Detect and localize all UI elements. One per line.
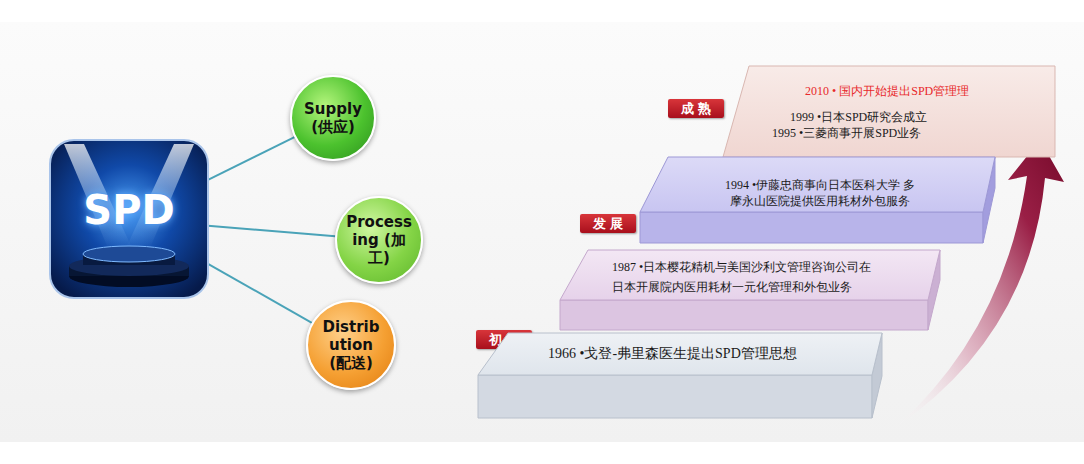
background-panel: [0, 22, 1084, 442]
podium-top: [83, 246, 175, 262]
step-top: [478, 333, 882, 375]
step-front: [560, 300, 928, 330]
step-top: [560, 250, 940, 300]
processing-circle: Processing (加工): [335, 196, 423, 284]
step-front: [478, 375, 872, 418]
spd-icon: SPD: [50, 140, 208, 298]
icon-frame: [50, 140, 208, 298]
step-front: [640, 212, 983, 243]
circle-label: Distribution (配送): [318, 318, 384, 372]
circle-label: Processing (加工): [346, 213, 412, 267]
timeline-entry: 1994 •伊藤忠商事向日本医科大学 多摩永山医院提供医用耗材外包服务: [720, 177, 920, 209]
supply-circle: Supply (供应): [290, 75, 376, 161]
step-slab: [478, 333, 882, 418]
stage-label: 成 熟: [681, 102, 710, 115]
timeline-entry: 1966 •戈登-弗里森医生提出SPD管理思想: [548, 345, 797, 363]
timeline-entry: 1999 •日本SPD研究会成立: [790, 109, 927, 125]
timeline-step: 1987 •日本樱花精机与美国沙利文管理咨询公司在 日本开展院内医用耗材一元化管…: [560, 250, 940, 330]
timeline-entry: 2010 • 国内开始提出SPD管理理: [805, 83, 969, 99]
stage-label: 发 展: [593, 217, 622, 230]
icon-title: SPD: [50, 184, 208, 236]
connector-line: [208, 226, 335, 237]
timeline-entry: 1987 •日本樱花精机与美国沙利文管理咨询公司在 日本开展院内医用耗材一元化管…: [612, 257, 880, 297]
connector-line: [208, 264, 312, 323]
stage-tag: 发 展: [580, 214, 636, 233]
timeline-entry: 1995 •三菱商事开展SPD业务: [772, 125, 921, 141]
circle-label: Supply (供应): [300, 100, 366, 136]
timeline-step: 1966 •戈登-弗里森医生提出SPD管理思想: [478, 333, 882, 418]
distribution-circle: Distribution (配送): [306, 300, 396, 390]
timeline-step: 1994 •伊藤忠商事向日本医科大学 多摩永山医院提供医用耗材外包服务: [640, 157, 995, 243]
connector-line: [208, 137, 294, 180]
step-top: [723, 66, 1055, 157]
timeline-step: 2010 • 国内开始提出SPD管理理 1999 •日本SPD研究会成立1995 …: [723, 66, 1055, 157]
stage-tag: 成 熟: [668, 99, 724, 118]
step-top: [640, 157, 995, 212]
